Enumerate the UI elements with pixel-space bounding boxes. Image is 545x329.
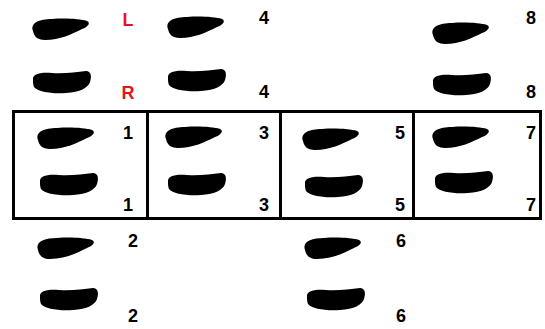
callout-number: 2 — [128, 307, 138, 325]
leaf-shape — [305, 175, 363, 197]
callout-number: 1 — [123, 124, 133, 142]
leaf-shape — [167, 17, 223, 38]
leaf-shape — [40, 173, 98, 195]
callout-number: 5 — [395, 196, 405, 214]
leaf-shape — [304, 238, 360, 259]
callout-number: 4 — [259, 83, 269, 101]
leaf-shape — [40, 288, 98, 310]
callout-number: 3 — [259, 124, 269, 142]
callout-number: 6 — [396, 232, 406, 250]
callout-number: 2 — [128, 232, 138, 250]
side-label: L — [123, 11, 134, 29]
leaf-shape — [307, 288, 365, 310]
callout-number: 8 — [526, 9, 536, 27]
leaf-shape — [435, 171, 493, 193]
callout-number: 7 — [526, 124, 536, 142]
callout-number: 5 — [395, 124, 405, 142]
leaf-shape — [432, 23, 488, 44]
callout-number: 7 — [526, 196, 536, 214]
callout-number: 3 — [259, 196, 269, 214]
leaf-shape — [165, 127, 221, 148]
group-box: 55 — [279, 110, 415, 220]
leaf-shape — [302, 129, 358, 150]
callout-number: 6 — [396, 307, 406, 325]
leaf-shape — [168, 69, 226, 91]
leaf-shape — [168, 173, 226, 195]
leaf-shape — [37, 128, 93, 149]
group-box: 77 — [412, 110, 542, 220]
callout-number: 8 — [526, 83, 536, 101]
group-box: 33 — [146, 110, 282, 220]
leaf-shape — [33, 71, 91, 93]
side-label: R — [122, 84, 135, 102]
callout-number: 1 — [123, 196, 133, 214]
group-box: 11 — [12, 110, 149, 220]
leaf-shape — [433, 73, 491, 95]
leaf-shape — [432, 127, 488, 148]
leaf-shape — [32, 19, 88, 40]
leaf-shape — [37, 238, 93, 259]
callout-number: 4 — [259, 9, 269, 27]
